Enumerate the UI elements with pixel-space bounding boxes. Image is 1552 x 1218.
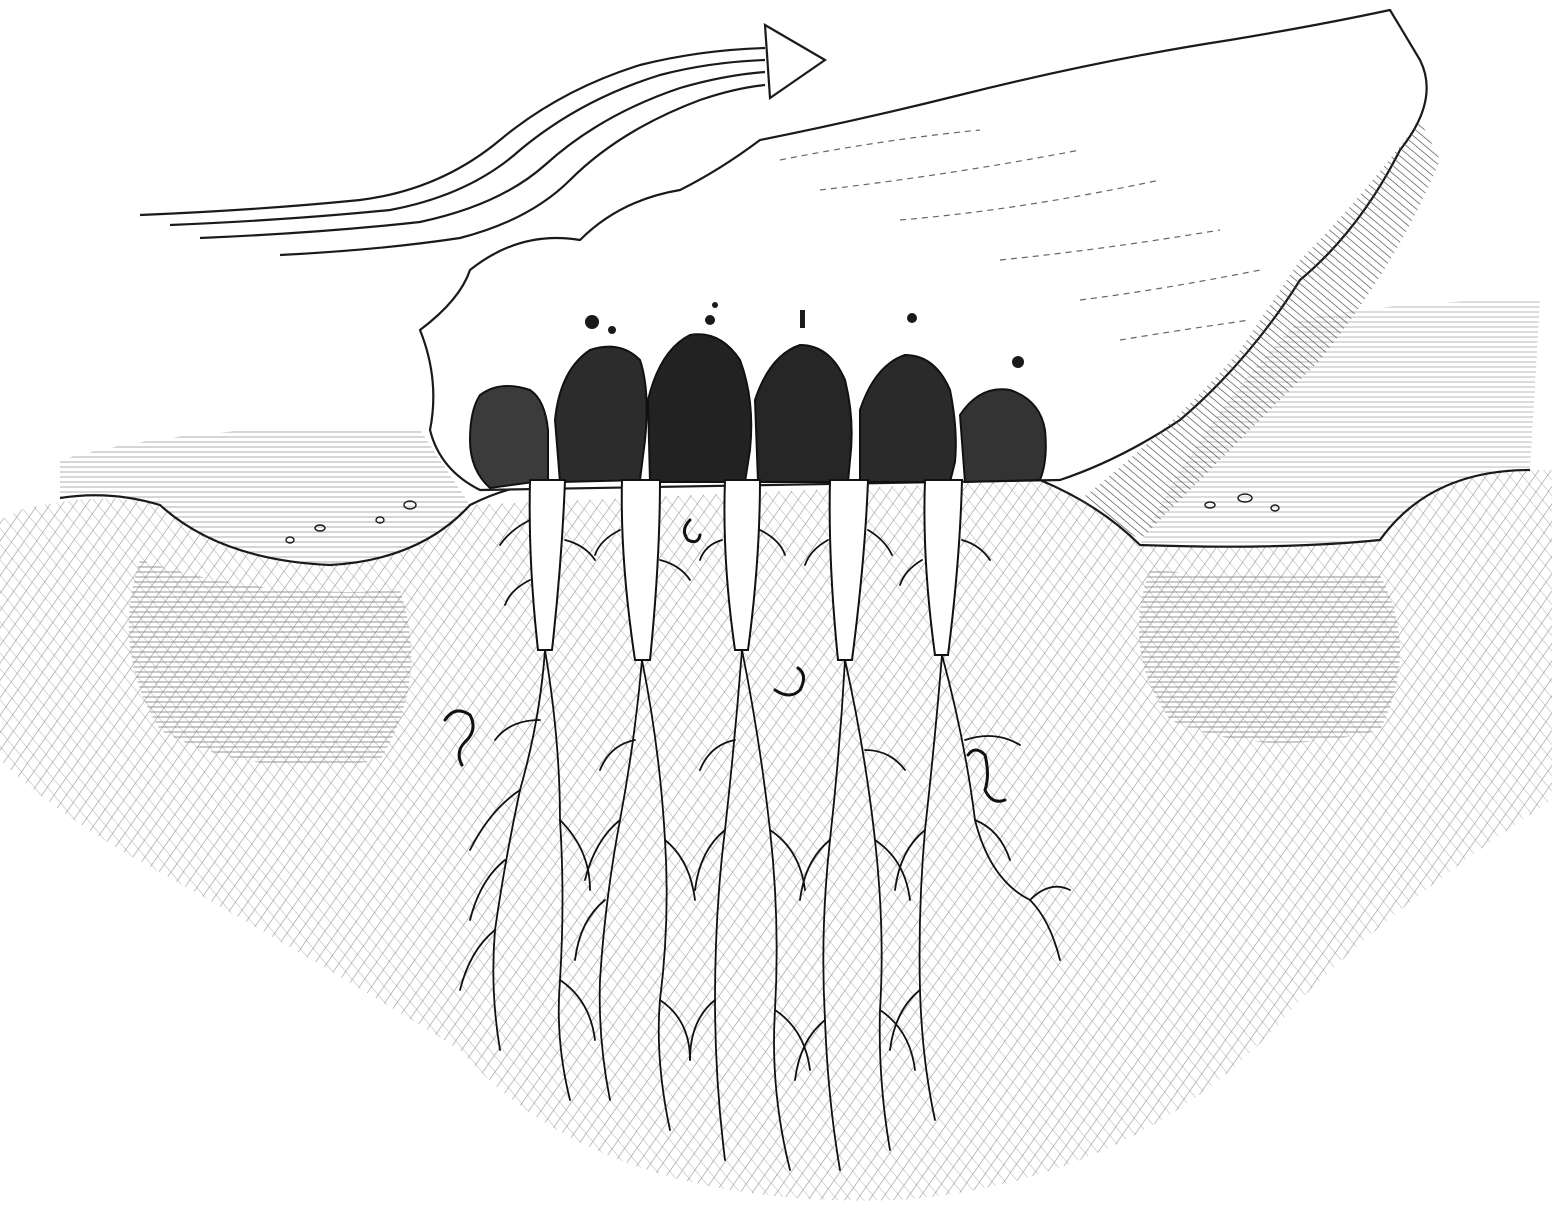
plant [470,386,548,488]
plant [960,389,1046,482]
